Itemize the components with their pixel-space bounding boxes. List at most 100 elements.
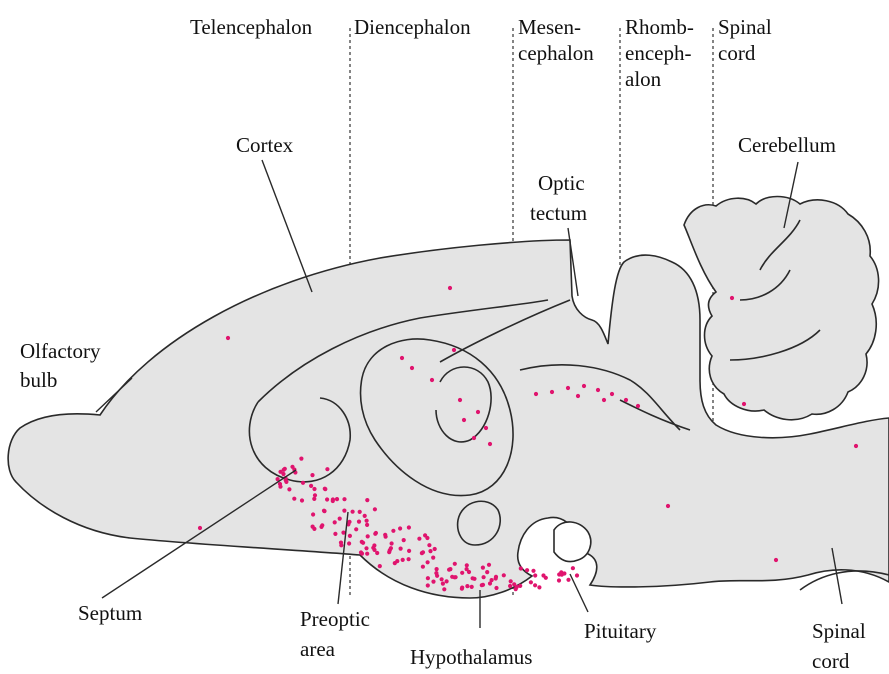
neuron-dot bbox=[400, 356, 404, 360]
neuron-dot bbox=[290, 465, 294, 469]
neuron-dot bbox=[363, 514, 367, 518]
division-headers: Telencephalon Diencephalon Mesen- cephal… bbox=[190, 15, 777, 91]
neuron-dot bbox=[460, 586, 464, 590]
neuron-dot bbox=[435, 567, 439, 571]
leader-pituitary bbox=[570, 574, 588, 612]
label-cerebellum: Cerebellum bbox=[738, 133, 836, 157]
neuron-dot bbox=[360, 540, 364, 544]
label-spinal-cord: Spinal cord bbox=[812, 619, 871, 673]
neuron-dot bbox=[331, 497, 335, 501]
label-hypothalamus: Hypothalamus bbox=[410, 645, 532, 669]
neuron-dot bbox=[325, 467, 329, 471]
neuron-dot bbox=[519, 566, 523, 570]
neuron-dot bbox=[525, 568, 529, 572]
neuron-dot bbox=[378, 564, 382, 568]
neuron-dot bbox=[442, 587, 446, 591]
neuron-dot bbox=[462, 418, 466, 422]
neuron-dot bbox=[484, 426, 488, 430]
neuron-dot bbox=[730, 296, 734, 300]
label-preoptic-area: Preoptic area bbox=[300, 607, 375, 661]
neuron-dot bbox=[357, 520, 361, 524]
label-pituitary: Pituitary bbox=[584, 619, 657, 643]
neuron-dot bbox=[401, 558, 405, 562]
neuron-dot bbox=[311, 512, 315, 516]
neuron-dot bbox=[388, 548, 392, 552]
neuron-dot bbox=[537, 585, 541, 589]
neuron-dot bbox=[421, 550, 425, 554]
neuron-dot bbox=[402, 538, 406, 542]
neuron-dot bbox=[476, 410, 480, 414]
neuron-dot bbox=[433, 547, 437, 551]
label-cortex: Cortex bbox=[236, 133, 294, 157]
neuron-dot bbox=[366, 534, 370, 538]
neuron-dot bbox=[283, 467, 287, 471]
neuron-dot bbox=[544, 576, 548, 580]
neuron-dot bbox=[347, 520, 351, 524]
neuron-dot bbox=[309, 484, 313, 488]
neuron-dot bbox=[312, 497, 316, 501]
neuron-dot bbox=[421, 565, 425, 569]
neuron-dot bbox=[292, 497, 296, 501]
neuron-dot bbox=[458, 398, 462, 402]
neuron-dot bbox=[365, 552, 369, 556]
neuron-dot bbox=[371, 546, 375, 550]
neuron-dot bbox=[774, 558, 778, 562]
neuron-dot bbox=[322, 509, 326, 513]
neuron-dot bbox=[434, 571, 438, 575]
neuron-dot bbox=[312, 487, 316, 491]
neuron-dot bbox=[470, 585, 474, 589]
neuron-dot bbox=[395, 559, 399, 563]
neuron-dot bbox=[426, 560, 430, 564]
neuron-dot bbox=[417, 537, 421, 541]
neuron-dot bbox=[426, 583, 430, 587]
neuron-dot bbox=[390, 541, 394, 545]
neuron-dot bbox=[448, 567, 452, 571]
cerebellum-shape bbox=[684, 197, 879, 420]
brain-tissue bbox=[8, 197, 889, 599]
neuron-dot bbox=[374, 531, 378, 535]
neuron-dot bbox=[375, 551, 379, 555]
neuron-dot bbox=[559, 570, 563, 574]
neuron-dot bbox=[365, 523, 369, 527]
neuron-dot bbox=[610, 392, 614, 396]
neuron-dot bbox=[281, 472, 285, 476]
neuron-dot bbox=[428, 549, 432, 553]
division-spinal-cord: Spinal cord bbox=[718, 15, 777, 65]
neuron-dot bbox=[198, 526, 202, 530]
neuron-dot bbox=[534, 392, 538, 396]
neuron-dot bbox=[514, 587, 518, 591]
neuron-dot bbox=[333, 520, 337, 524]
neuron-dot bbox=[480, 583, 484, 587]
division-rhombencephalon: Rhomb- enceph- alon bbox=[625, 15, 699, 91]
neuron-dot bbox=[339, 543, 343, 547]
neuron-dot bbox=[485, 570, 489, 574]
neuron-dot bbox=[533, 573, 537, 577]
neuron-dot bbox=[351, 510, 355, 514]
neuron-dot bbox=[347, 541, 351, 545]
neuron-dot bbox=[364, 546, 368, 550]
label-septum: Septum bbox=[78, 601, 142, 625]
neuron-dot bbox=[333, 532, 337, 536]
division-telencephalon: Telencephalon bbox=[190, 15, 313, 39]
neuron-dot bbox=[566, 386, 570, 390]
neuron-dot bbox=[431, 556, 435, 560]
neuron-dot bbox=[440, 577, 444, 581]
neuron-dot bbox=[399, 547, 403, 551]
neuron-dot bbox=[666, 504, 670, 508]
neuron-dot bbox=[488, 581, 492, 585]
neuron-dot bbox=[529, 580, 533, 584]
neuron-dot bbox=[452, 348, 456, 352]
neuron-dot bbox=[365, 519, 369, 523]
neuron-dot bbox=[575, 573, 579, 577]
neuron-dot bbox=[467, 570, 471, 574]
neuron-dot bbox=[365, 498, 369, 502]
neuron-dot bbox=[509, 579, 513, 583]
neuron-dot bbox=[398, 526, 402, 530]
neuron-dot bbox=[359, 550, 363, 554]
neuron-dot bbox=[441, 582, 445, 586]
neuron-dot bbox=[533, 583, 537, 587]
neuron-dot bbox=[423, 533, 427, 537]
neuron-dot bbox=[636, 404, 640, 408]
neuron-dot bbox=[335, 497, 339, 501]
